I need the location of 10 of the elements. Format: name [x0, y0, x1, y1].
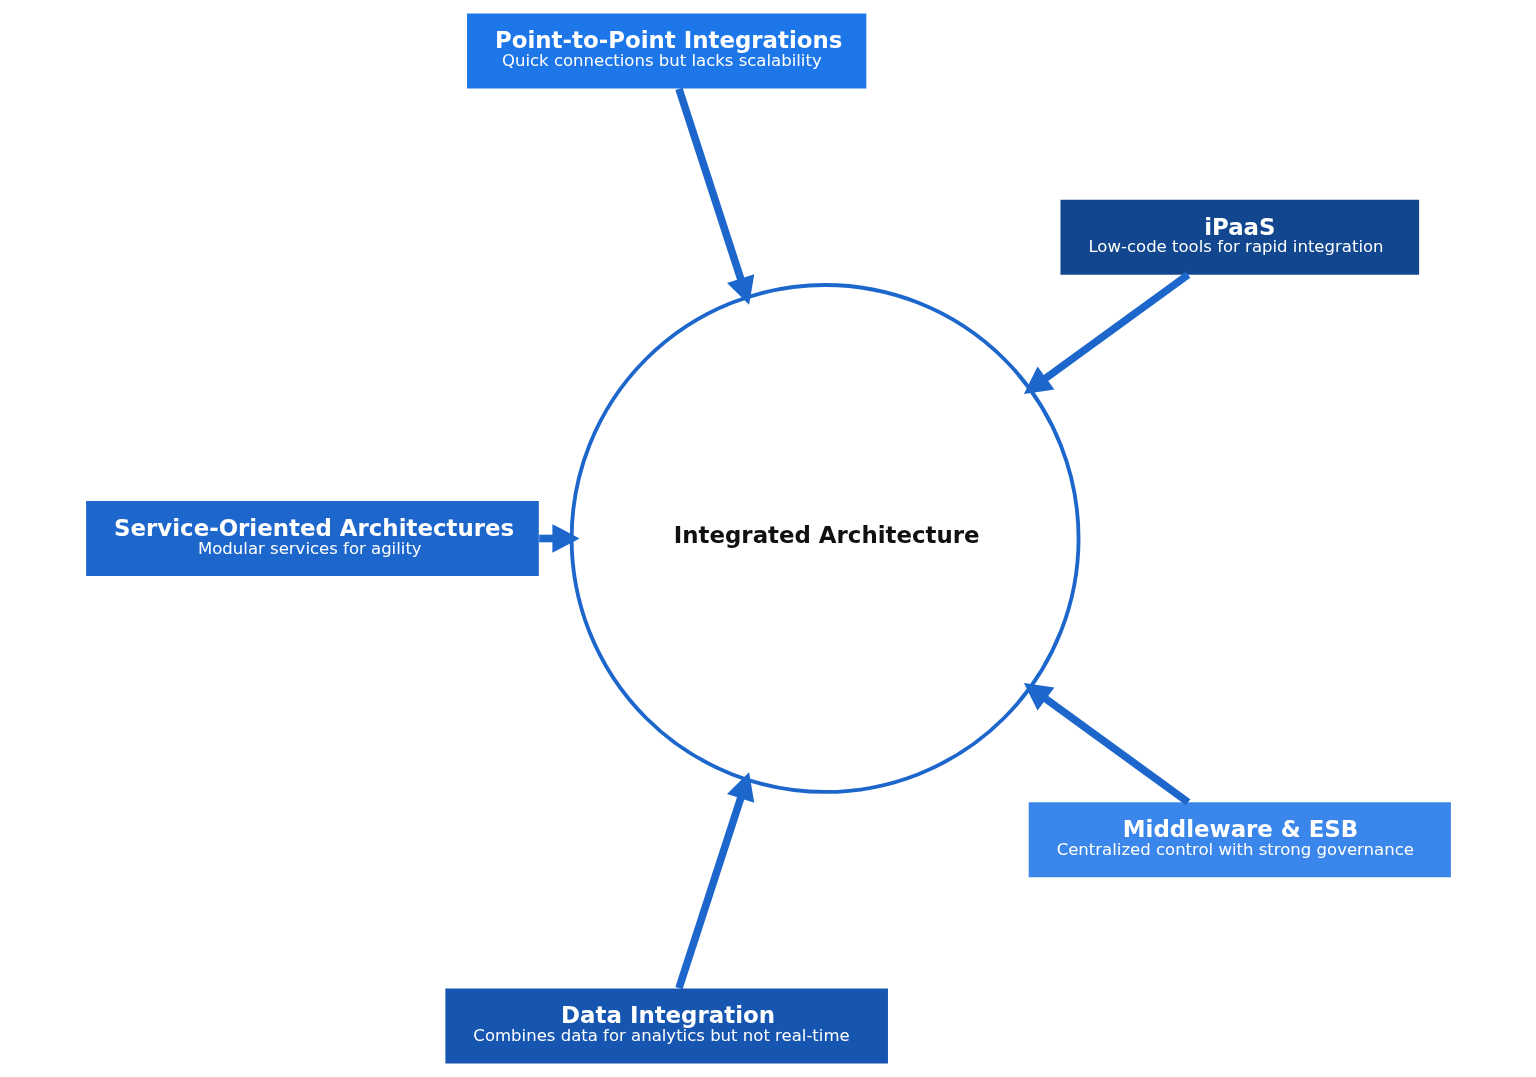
arrow: [1023, 682, 1190, 806]
arrow: [674, 87, 754, 305]
node-box: Data Integration Combines data for analytics but not real-time: [444, 988, 888, 1064]
node-box: iPaaS Low-code tools for rapid integration: [1060, 199, 1419, 275]
arrow: [1023, 271, 1190, 395]
node-box: Middleware & ESB Centralized control with strong governance: [1028, 802, 1451, 878]
node-box: Service-Oriented Architectures Modular services for agility: [85, 501, 539, 576]
node-box: Point-to-Point Integrations Quick connections but lacks scalability: [466, 13, 866, 89]
arrow: [674, 772, 754, 990]
node-circle: Integrated Architecture: [569, 283, 1080, 794]
